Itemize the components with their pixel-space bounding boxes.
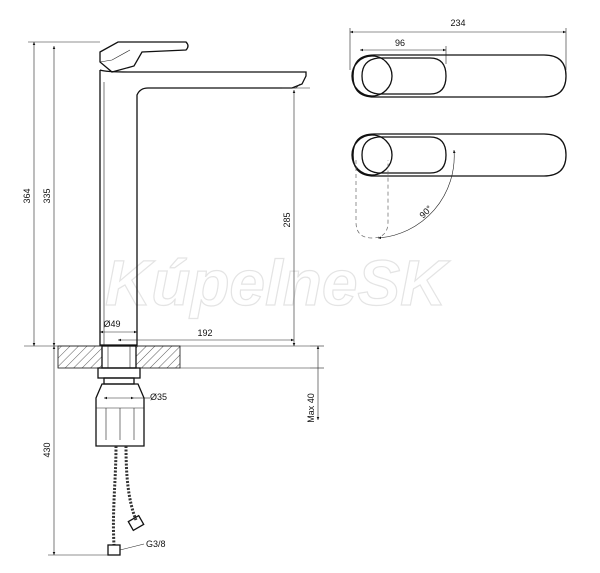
dim-thread-diameter: Ø35	[150, 392, 167, 402]
dim-height-total: 364	[22, 188, 32, 203]
side-dimensions: 364 335 285 Ø49 192 Ø35 Max 40 430 G3/8	[22, 41, 324, 556]
dim-reach: 192	[197, 328, 212, 338]
dim-top-width: 234	[450, 18, 465, 28]
dim-rotation-angle: 90°	[418, 203, 435, 220]
top-view-rotated: 90°	[351, 133, 567, 240]
dim-handle-width: 96	[395, 38, 405, 48]
lever-handle-edge	[99, 49, 131, 63]
dim-base-diameter: Ø49	[103, 319, 120, 329]
dim-max-thickness: Max 40	[306, 393, 316, 423]
dim-height-spout: 335	[42, 188, 52, 203]
dim-height-outlet: 285	[282, 212, 292, 227]
dim-hose-length: 430	[42, 442, 52, 457]
watermark-text: KúpelneSK	[105, 247, 451, 319]
dim-hose-thread: G3/8	[146, 539, 166, 549]
countertop-section	[24, 345, 310, 369]
lever-handle	[99, 41, 189, 73]
top-view-closed: 234 96	[349, 18, 567, 98]
flexible-hoses	[107, 445, 145, 556]
